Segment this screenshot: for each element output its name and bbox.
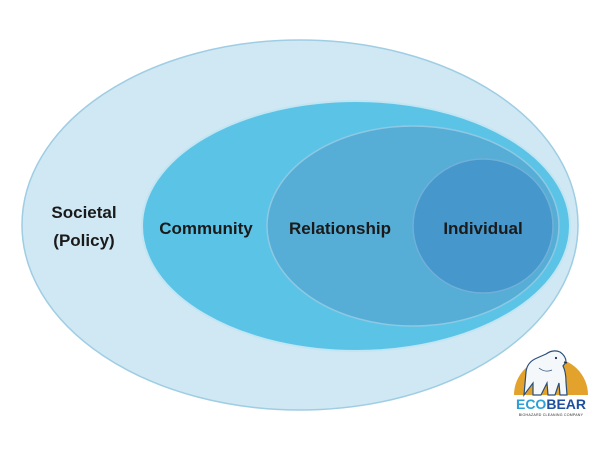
societal-sublabel: (Policy) <box>53 231 114 250</box>
individual-label: Individual <box>443 219 522 238</box>
logo-wordmark: ECOBEAR <box>516 396 586 412</box>
bear-icon <box>523 350 568 398</box>
community-label: Community <box>159 219 253 238</box>
ecobear-logo: ECOBEAR BIOHAZARD CLEANING COMPANY <box>514 350 588 417</box>
level-individual: Individual <box>412 158 554 294</box>
relationship-label: Relationship <box>289 219 391 238</box>
societal-label: Societal <box>51 203 116 222</box>
individual-ellipse <box>412 158 554 294</box>
logo-tagline: BIOHAZARD CLEANING COMPANY <box>519 413 584 417</box>
logo-word-bear: BEAR <box>546 396 586 412</box>
logo-word-eco: ECO <box>516 396 546 412</box>
